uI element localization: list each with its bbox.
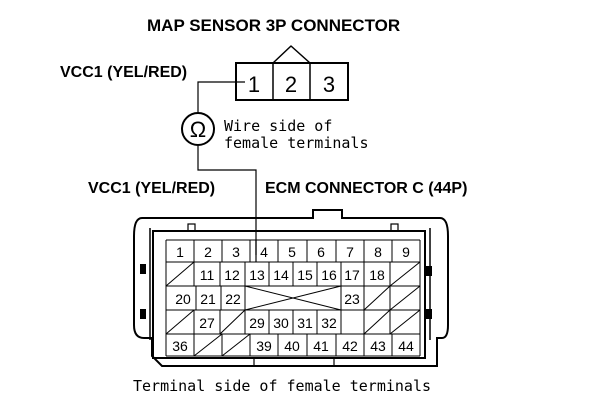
map-pin-3: 3 <box>323 72 335 97</box>
map-sensor-connector: 1 2 3 <box>235 45 349 101</box>
ecm-pin-labels: 1 2 3 4 5 6 7 8 9 11 12 13 14 15 16 17 1… <box>172 244 414 354</box>
ecm-pin: 42 <box>342 338 358 354</box>
ecm-pin: 36 <box>172 338 188 354</box>
empty-cavity-marks <box>165 261 421 357</box>
ecm-pin: 23 <box>344 291 360 307</box>
ecm-pin: 9 <box>402 244 410 260</box>
ecm-pin: 31 <box>297 315 313 331</box>
terminal-side-note: Terminal side of female terminals <box>133 377 431 395</box>
ecm-pin: 18 <box>369 267 385 283</box>
ecm-pin: 20 <box>175 291 191 307</box>
ecm-pin: 11 <box>200 267 215 283</box>
ecm-pin: 27 <box>199 315 215 331</box>
ecm-pin: 1 <box>176 244 184 260</box>
right-tab-bottom <box>426 309 432 319</box>
ecm-pin: 3 <box>232 244 240 260</box>
map-pin-1: 1 <box>248 72 260 97</box>
ecm-pin: 43 <box>370 338 386 354</box>
ecm-pin: 22 <box>225 291 241 307</box>
left-tab-top <box>140 264 146 274</box>
right-tab-top <box>426 266 432 276</box>
ecm-pin: 40 <box>284 338 300 354</box>
ecm-pin: 21 <box>200 291 216 307</box>
ecm-pin: 39 <box>256 338 272 354</box>
map-connector-title: MAP SENSOR 3P CONNECTOR <box>147 16 400 35</box>
ecm-pin: 41 <box>313 338 329 354</box>
wire-side-note-2: female terminals <box>224 134 369 152</box>
map-pin-2: 2 <box>285 72 297 97</box>
ecm-pin: 2 <box>204 244 212 260</box>
ecm-pin: 29 <box>249 315 265 331</box>
ohmmeter-icon: Ω <box>181 112 215 146</box>
ecm-pin-4: 4 <box>260 244 268 260</box>
ecm-pin: 5 <box>288 244 296 260</box>
vcc1-bottom-label: VCC1 (YEL/RED) <box>88 180 215 197</box>
ecm-pin: 7 <box>346 244 354 260</box>
ecm-pin: 6 <box>317 244 325 260</box>
ecm-pin: 44 <box>398 338 414 354</box>
ecm-pin: 17 <box>344 267 360 283</box>
ecm-pin: 16 <box>321 267 337 283</box>
ecm-pin: 30 <box>273 315 289 331</box>
ecm-pin: 12 <box>224 267 240 283</box>
wire-side-note-1: Wire side of <box>224 117 332 135</box>
ecm-pin: 15 <box>297 267 313 283</box>
ohm-symbol: Ω <box>190 117 206 142</box>
left-tab-bottom <box>140 309 146 319</box>
probe-wire <box>197 81 245 113</box>
probe-wire-lower <box>197 146 257 255</box>
ecm-pin: 14 <box>273 267 289 283</box>
ecm-pin: 32 <box>321 315 337 331</box>
ecm-connector <box>133 209 449 367</box>
vcc1-top-label: VCC1 (YEL/RED) <box>60 64 187 81</box>
ecm-pin: 8 <box>374 244 382 260</box>
ecm-pin: 13 <box>249 267 265 283</box>
ecm-connector-title: ECM CONNECTOR C (44P) <box>265 180 467 197</box>
